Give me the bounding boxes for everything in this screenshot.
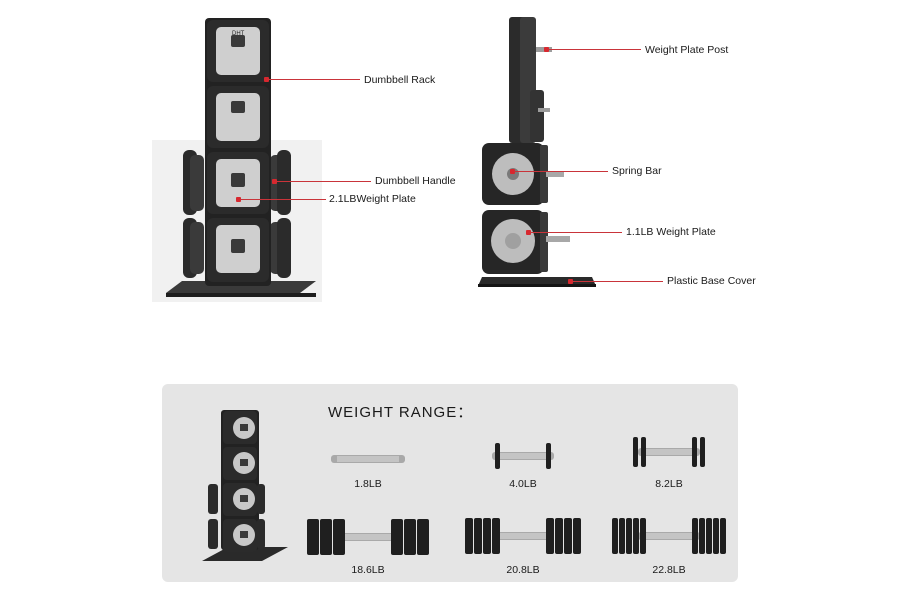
dumbbell-5-plate-right-4 [573,518,581,554]
weight-label-6: 22.8LB [652,564,686,576]
label-plastic-base-cover: Plastic Base Cover [667,275,756,287]
dumbbell-2-plate-right-1 [546,443,551,469]
dot-weight-plate-2-1 [236,197,241,202]
weight-label-3: 8.2LB [655,478,683,490]
dumbbell-4-plate-right-3 [417,519,429,555]
dumbbell-6-plate-left-1 [640,518,646,554]
weight-label-5: 20.8LB [506,564,540,576]
weight-label-4: 18.6LB [351,564,385,576]
dot-weight-plate-1-1 [526,230,531,235]
dumbbell-6-plate-right-3 [706,518,712,554]
dot-spring-bar [510,169,515,174]
dumbbell-4-plate-right-1 [391,519,403,555]
leader-dumbbell-handle [276,181,371,182]
dumbbell-5-plate-left-4 [465,518,473,554]
dumbbell-5-plate-right-1 [546,518,554,554]
leader-dumbbell-rack [268,79,360,80]
leader-weight-plate-2-1 [240,199,326,200]
dumbbell-4-plate-left-2 [320,519,332,555]
dot-plastic-base-cover [568,279,573,284]
dumbbell-3-plate-left-1 [641,437,646,467]
dumbbell-6-plate-right-1 [692,518,698,554]
dumbbell-6-plate-right-2 [699,518,705,554]
dumbbell-6-plate-left-2 [633,518,639,554]
dumbbell-4-plate-left-1 [333,519,345,555]
label-dumbbell-rack: Dumbbell Rack [364,74,436,86]
dumbbell-3-plate-left-2 [633,437,638,467]
label-weight-plate-2-1: 2.1LBWeight Plate [329,193,416,205]
leader-spring-bar [514,171,608,172]
dumbbell-5-plate-left-2 [483,518,491,554]
dumbbell-2-plate-left-1 [495,443,500,469]
leader-plastic-base-cover [572,281,663,282]
dumbbell-3-plate-right-1 [692,437,697,467]
weight-label-1: 1.8LB [354,478,382,490]
dot-dumbbell-rack [264,77,269,82]
leader-weight-plate-post [548,49,641,50]
dot-weight-plate-post [544,47,549,52]
dumbbell-6-plate-left-3 [626,518,632,554]
weight-label-2: 4.0LB [509,478,537,490]
weight-range-title: WEIGHT RANGE： [328,404,474,421]
dumbbell-6-plate-left-4 [619,518,625,554]
dumbbell-6-plate-left-5 [612,518,618,554]
dumbbell-4-plate-left-3 [307,519,319,555]
label-weight-plate-post: Weight Plate Post [645,44,729,56]
brand-mark: DHT [232,31,245,37]
dumbbell-6-plate-right-4 [713,518,719,554]
dumbbell-3-plate-right-2 [700,437,705,467]
dumbbell-5-plate-left-1 [492,518,500,554]
dumbbell-5-plate-left-3 [474,518,482,554]
label-dumbbell-handle: Dumbbell Handle [375,175,456,187]
dumbbell-4-plate-right-2 [404,519,416,555]
leader-weight-plate-1-1 [530,232,622,233]
label-weight-plate-1-1: 1.1LB Weight Plate [626,226,716,238]
label-spring-bar: Spring Bar [612,165,662,177]
dumbbell-5-plate-right-2 [555,518,563,554]
dot-dumbbell-handle [272,179,277,184]
dumbbell-5-plate-right-3 [564,518,572,554]
dumbbell-6-plate-right-5 [720,518,726,554]
